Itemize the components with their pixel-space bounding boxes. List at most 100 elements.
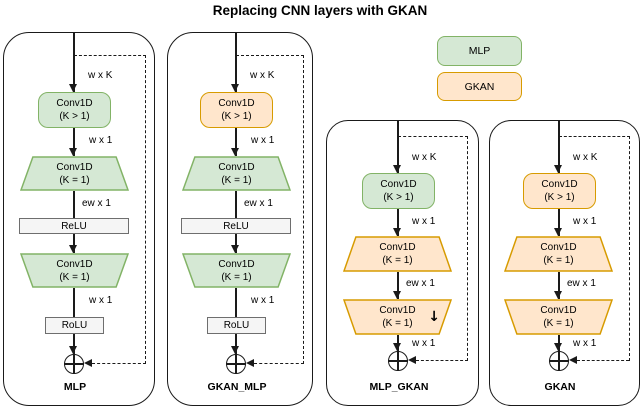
flow-line bbox=[73, 191, 75, 218]
conv-label-line1: Conv1D bbox=[541, 179, 578, 190]
dim-label-input: w x K bbox=[88, 70, 113, 81]
dim-label-after-conv: w x 1 bbox=[251, 135, 275, 146]
sum-junction-icon bbox=[388, 351, 408, 371]
conv1d-keq1-contract-node: Conv1D (K = 1) bbox=[504, 299, 613, 335]
conv1d-kgt1-node: Conv1D (K > 1) bbox=[200, 92, 273, 128]
trapezoid-shape bbox=[504, 236, 613, 272]
conv1d-keq1-contract-node: Conv1D (K = 1) bbox=[20, 253, 129, 288]
dim-label-after-trap2: w x 1 bbox=[251, 295, 275, 306]
flow-line bbox=[235, 288, 237, 317]
panel-label: MLP_GKAN bbox=[369, 381, 429, 393]
skip-connection-bottom bbox=[577, 360, 629, 361]
flow-line bbox=[235, 128, 237, 156]
arrow-down-icon bbox=[393, 165, 401, 173]
dim-label-after-conv: w x 1 bbox=[412, 216, 436, 227]
conv1d-keq1-expand-node: Conv1D (K = 1) bbox=[20, 156, 129, 191]
flow-line bbox=[235, 191, 237, 218]
arrow-down-icon bbox=[69, 84, 77, 92]
sum-junction-icon bbox=[549, 351, 569, 371]
flow-line bbox=[235, 334, 237, 354]
flow-line bbox=[397, 209, 399, 236]
legend-gkan: GKAN bbox=[437, 72, 522, 101]
flow-line bbox=[235, 234, 237, 253]
arrow-down-icon bbox=[554, 343, 562, 351]
arrow-down-icon bbox=[69, 245, 77, 253]
conv-label-line1: Conv1D bbox=[540, 305, 577, 316]
conv1d-keq1-expand-node: Conv1D (K = 1) bbox=[504, 236, 613, 272]
conv-label-line2: (K = 1) bbox=[543, 255, 574, 266]
rolu-node: RoLU bbox=[45, 317, 104, 334]
conv-label-line2: (K = 1) bbox=[221, 174, 252, 186]
arrow-down-icon bbox=[231, 245, 239, 253]
rolu-node: RoLU bbox=[207, 317, 266, 334]
flow-line bbox=[235, 33, 237, 92]
arrow-down-icon bbox=[393, 343, 401, 351]
panel-label: GKAN bbox=[544, 381, 576, 393]
skip-connection-top bbox=[559, 136, 630, 137]
arrow-left-icon bbox=[84, 359, 92, 367]
flow-line bbox=[558, 209, 560, 236]
panel-mlp: w x K Conv1D (K > 1) w x 1 Conv1D (K = 1… bbox=[3, 32, 155, 406]
flow-line bbox=[397, 121, 399, 173]
panel-gkan: w x K Conv1D (K > 1) w x 1 Conv1D (K = 1… bbox=[489, 120, 640, 406]
conv-label-line2: (K = 1) bbox=[382, 255, 413, 266]
skip-connection-side bbox=[303, 55, 304, 364]
trapezoid-shape bbox=[343, 299, 452, 335]
conv1d-keq1-expand-node: Conv1D (K = 1) bbox=[343, 236, 452, 272]
conv1d-keq1-expand-node: Conv1D (K = 1) bbox=[182, 156, 291, 191]
trapezoid-shape bbox=[182, 156, 291, 191]
flow-line bbox=[73, 234, 75, 253]
legend-mlp-label: MLP bbox=[468, 45, 491, 57]
sum-junction-icon bbox=[64, 354, 84, 374]
relu-node: ReLU bbox=[181, 218, 291, 234]
conv1d-keq1-contract-node: Conv1D (K = 1) ↓ bbox=[343, 299, 452, 335]
arrow-left-icon bbox=[569, 356, 577, 364]
trapezoid-shape bbox=[504, 299, 613, 335]
arrow-down-icon bbox=[554, 165, 562, 173]
trapezoid-shape bbox=[182, 253, 291, 288]
arrow-down-icon bbox=[231, 148, 239, 156]
conv-label-line1: Conv1D bbox=[218, 258, 255, 270]
conv-label-line2: (K = 1) bbox=[543, 318, 574, 329]
trapezoid-shape bbox=[343, 236, 452, 272]
flow-line bbox=[397, 272, 399, 299]
conv-label-line2: (K = 1) bbox=[59, 271, 90, 283]
dim-label-elementwise: ew x 1 bbox=[244, 198, 273, 209]
arrow-down-icon bbox=[554, 228, 562, 236]
arrow-down-icon bbox=[69, 346, 77, 354]
skip-connection-side bbox=[629, 136, 630, 361]
conv-label-line1: Conv1D bbox=[379, 305, 416, 316]
trapezoid-shape bbox=[20, 156, 129, 191]
dim-label-input: w x K bbox=[250, 70, 275, 81]
dim-label-output: w x 1 bbox=[573, 338, 597, 349]
conv-label-line1: Conv1D bbox=[56, 258, 93, 270]
conv-label-line1: Conv1D bbox=[379, 242, 416, 253]
skip-connection-top bbox=[398, 136, 468, 137]
legend-gkan-label: GKAN bbox=[464, 80, 495, 93]
conv-label-line1: Conv1D bbox=[540, 242, 577, 253]
down-arrow-icon: ↓ bbox=[428, 309, 440, 325]
conv-label-line1: Conv1D bbox=[218, 98, 255, 109]
panel-label: MLP bbox=[63, 381, 87, 393]
flow-line bbox=[73, 288, 75, 317]
figure-title: Replacing CNN layers with GKAN bbox=[212, 3, 428, 18]
skip-connection-side bbox=[145, 55, 146, 364]
skip-connection-bottom bbox=[92, 363, 146, 364]
arrow-left-icon bbox=[246, 359, 254, 367]
skip-connection-top bbox=[236, 55, 304, 56]
conv-label-line2: (K > 1) bbox=[544, 192, 575, 203]
conv-label-line1: Conv1D bbox=[218, 161, 255, 173]
arrow-down-icon bbox=[393, 291, 401, 299]
flow-line bbox=[73, 128, 75, 156]
flow-line bbox=[73, 33, 75, 92]
dim-label-output: w x 1 bbox=[412, 338, 436, 349]
conv-label-line2: (K > 1) bbox=[59, 111, 90, 122]
arrow-down-icon bbox=[231, 346, 239, 354]
dim-label-input: w x K bbox=[412, 152, 437, 163]
conv-label-line1: Conv1D bbox=[56, 98, 93, 109]
skip-connection-bottom bbox=[254, 363, 304, 364]
flow-line bbox=[558, 272, 560, 299]
trapezoid-shape bbox=[20, 253, 129, 288]
relu-node: ReLU bbox=[19, 218, 129, 234]
